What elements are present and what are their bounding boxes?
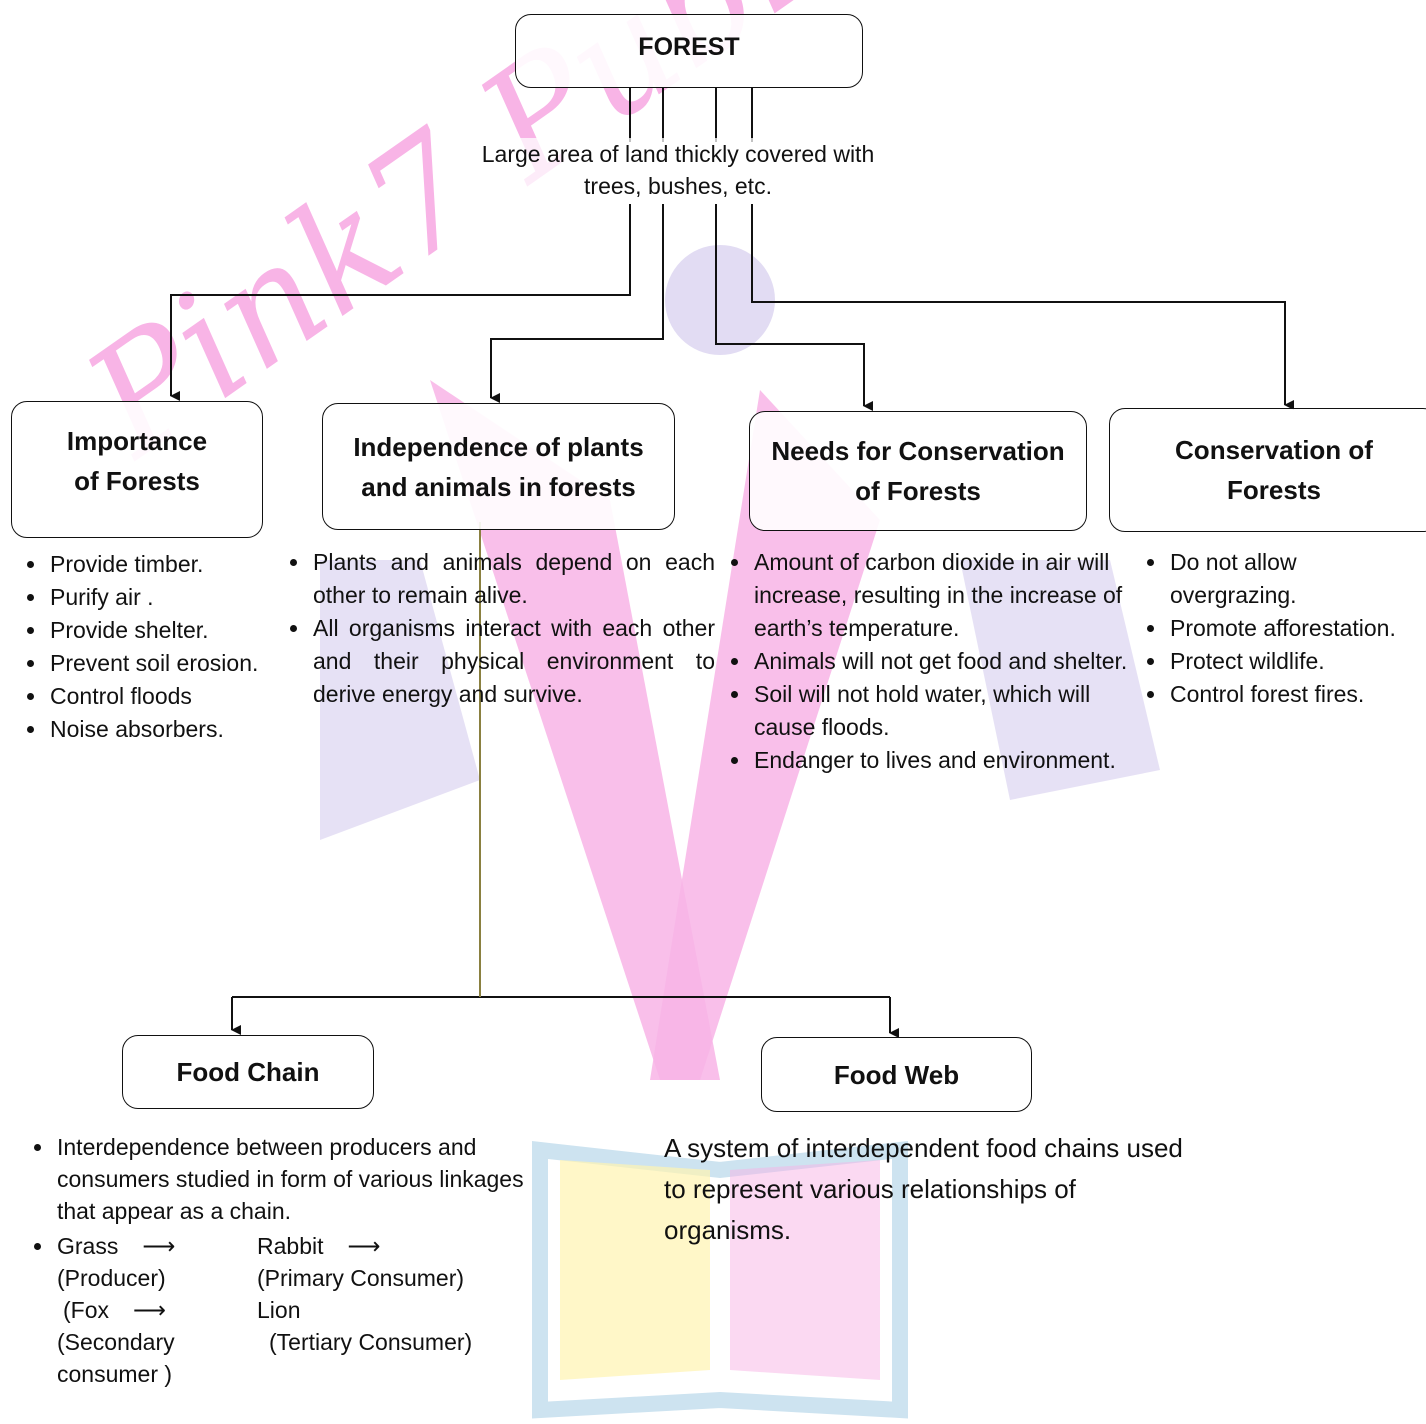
food-chain-link: (Fox ⟶ (57, 1294, 257, 1326)
food-web-description: A system of interdependent food chains u… (664, 1133, 1183, 1245)
list-item: Animals will not get food and shelter. (752, 645, 1132, 678)
list-item: Promote afforestation. (1168, 612, 1426, 645)
role-producer: (Producer) (57, 1265, 166, 1291)
watermark-book (532, 1141, 908, 1419)
role-secondary-consumer: (Secondary consumer ) (57, 1329, 175, 1387)
watermark-left-figure (320, 560, 480, 840)
list-item: Control floods (48, 680, 298, 713)
organism-grass: Grass (57, 1233, 119, 1259)
importance-title: Importance of Forests (66, 425, 208, 496)
organism-lion: Lion (257, 1297, 301, 1323)
role-tertiary-consumer: (Tertiary Consumer) (269, 1329, 473, 1355)
forest-root-box: FOREST (515, 14, 863, 88)
arrow-right-icon: ⟶ (347, 1233, 381, 1259)
food-chain-link: Rabbit ⟶ (257, 1230, 517, 1262)
forest-title: FOREST (638, 33, 740, 61)
organism-fox: (Fox (63, 1297, 109, 1323)
importance-list: Provide timber. Purify air . Provide she… (24, 548, 298, 746)
list-item: Control forest fires. (1168, 678, 1426, 711)
food-chain-list: Interdependence between producers and co… (31, 1131, 545, 1390)
food-chain-grid: Grass ⟶ Rabbit ⟶ (Producer) (Primary Consu… (57, 1230, 545, 1390)
list-item: Do not allow overgrazing. (1168, 546, 1330, 612)
list-item: Amount of carbon dioxide in air will inc… (752, 546, 1132, 645)
food-chain-intro: Interdependence between producers and co… (55, 1131, 545, 1227)
list-item: Soil will not hold water, which will cau… (752, 678, 1132, 744)
list-item: Prevent soil erosion. (48, 647, 298, 680)
watermark-tree-trunk-left (430, 380, 720, 1080)
list-item: Endanger to lives and environment. (752, 744, 1132, 777)
connector-to-importance (170, 204, 631, 401)
watermark-book-left-page (560, 1160, 710, 1380)
food-chain-link: Grass ⟶ (57, 1230, 257, 1262)
list-item: Purify air . (48, 581, 298, 614)
role-primary-consumer: (Primary Consumer) (257, 1265, 465, 1291)
food-web-title: Food Web (833, 1059, 960, 1090)
needs-list: Amount of carbon dioxide in air will inc… (728, 546, 1132, 777)
list-item: Noise absorbers. (48, 713, 298, 746)
watermark-book-right-page (730, 1160, 880, 1380)
organism-rabbit: Rabbit (257, 1233, 324, 1259)
needs-title: Needs for Conservation of Forests (771, 436, 1065, 506)
conservation-list: Do not allow overgrazing. Promote affore… (1144, 546, 1426, 711)
interdependence-box: Independence of plants and animals in fo… (322, 403, 675, 530)
conservation-box: Conservation of Forests (1109, 408, 1426, 532)
forest-definition: Large area of land thickly covered with … (470, 138, 886, 202)
arrow-right-icon: ⟶ (133, 1297, 166, 1323)
food-chain-example: Grass ⟶ Rabbit ⟶ (Producer) (Primary Consu… (55, 1230, 545, 1390)
watermark-tree-trunk-right (650, 390, 880, 1080)
list-item: Provide timber. (48, 548, 298, 581)
watermark-head (665, 245, 775, 355)
connector-to-conservation (751, 204, 1294, 410)
food-web-box: Food Web (761, 1037, 1032, 1112)
list-item: Plants and animals depend on each other … (311, 546, 715, 612)
watermark-right-figure (960, 560, 1160, 800)
food-chain-box: Food Chain (122, 1035, 374, 1109)
list-item: All organisms interact with each other a… (311, 612, 715, 711)
list-item: Provide shelter. (48, 614, 298, 647)
interdependence-list: Plants and animals depend on each other … (287, 546, 715, 711)
interdependence-title: Independence of plants and animals in fo… (353, 431, 644, 502)
needs-box: Needs for Conservation of Forests (749, 411, 1087, 531)
connector-to-interdependence (490, 204, 664, 403)
arrow-right-icon: ⟶ (142, 1233, 176, 1259)
importance-box: Importance of Forests (11, 401, 263, 538)
food-chain-title: Food Chain (176, 1057, 320, 1087)
conservation-title: Conservation of Forests (1175, 435, 1373, 505)
list-item: Protect wildlife. (1168, 645, 1426, 678)
connector-to-needs (715, 204, 873, 411)
